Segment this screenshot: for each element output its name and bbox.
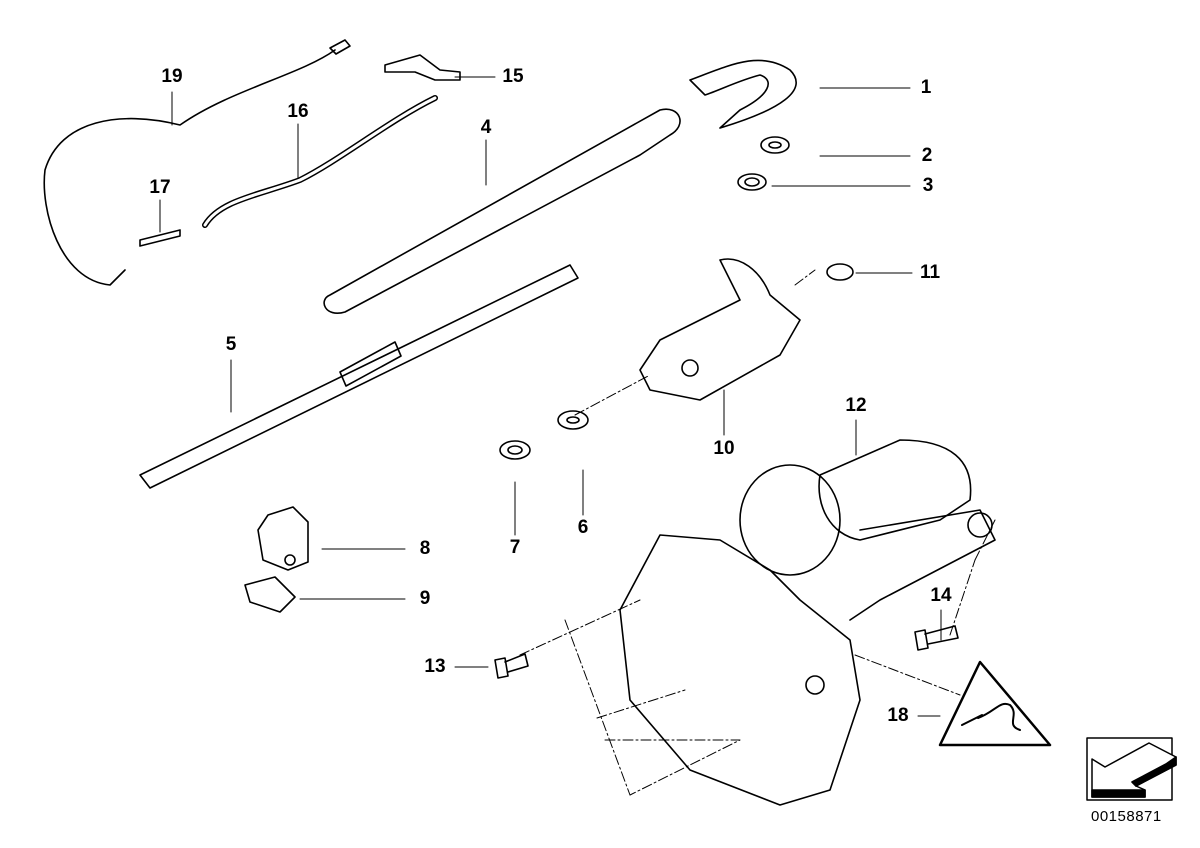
callout-19: 19	[161, 66, 183, 87]
callout-16: 16	[287, 101, 309, 122]
part-15-nozzle	[384, 54, 461, 81]
part-5-blade	[139, 264, 579, 489]
callout-5: 5	[225, 334, 237, 355]
part-11-nut	[826, 263, 854, 281]
callout-17: 17	[149, 177, 171, 198]
part-8-grommet	[257, 506, 309, 571]
part-1-cap	[689, 59, 797, 129]
part-9-seal	[244, 576, 296, 613]
part-7-washer	[499, 440, 531, 460]
callout-8: 8	[419, 538, 431, 559]
callout-7: 7	[509, 537, 521, 558]
callout-12: 12	[845, 395, 867, 416]
callout-13: 13	[424, 656, 446, 677]
callout-15: 15	[502, 66, 524, 87]
part-19-hose	[43, 49, 336, 286]
part-bracket-main	[619, 534, 861, 806]
part-17-connector	[139, 229, 181, 247]
callout-2: 2	[921, 145, 933, 166]
callout-14: 14	[930, 585, 952, 606]
part-6-washer	[557, 410, 589, 430]
part-12-motor	[818, 439, 972, 541]
part-3-washer	[737, 173, 767, 191]
arrow-navigation-icon	[1086, 737, 1177, 801]
callout-11: 11	[919, 262, 941, 283]
electrical-warning-icon	[938, 660, 1052, 747]
part-14-bolt	[914, 625, 959, 651]
leader-lines	[159, 76, 942, 717]
callout-4: 4	[480, 117, 492, 138]
callout-6: 6	[577, 517, 589, 538]
callout-3: 3	[922, 175, 934, 196]
callout-9: 9	[419, 588, 431, 609]
callout-18: 18	[887, 705, 909, 726]
part-2-nut	[760, 136, 790, 154]
callout-10: 10	[713, 438, 735, 459]
part-13-bolt	[494, 653, 529, 679]
part-10-bracket	[639, 258, 801, 401]
part-4-arm	[323, 108, 681, 314]
diagram-code: 00158871	[1091, 808, 1162, 825]
callout-1: 1	[920, 77, 932, 98]
